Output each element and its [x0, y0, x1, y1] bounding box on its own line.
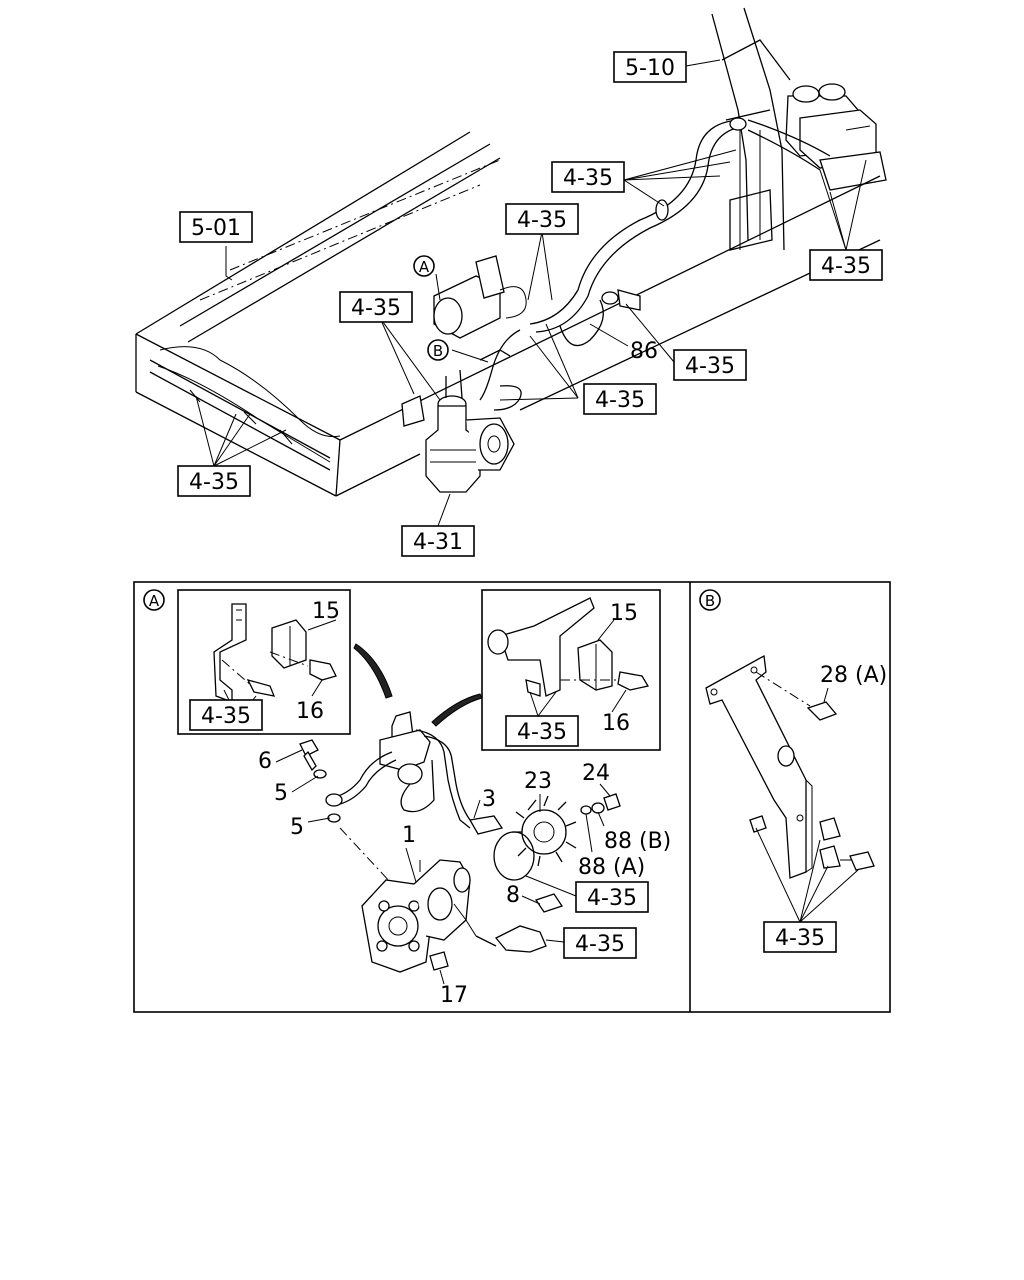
- nut-b-left: [749, 815, 767, 833]
- ref-label-4-35-mid: 4-35: [517, 208, 567, 233]
- detail-b-marker-label: B: [705, 592, 715, 610]
- bolt-8: [534, 893, 564, 913]
- ref-box-4-35-left-upper[interactable]: 4-35: [339, 291, 413, 323]
- ref-label-4-35-center: 4-35: [595, 388, 645, 413]
- ref-box-4-35-right-mid[interactable]: 4-35: [673, 349, 747, 381]
- inset-right-ref: 4-35: [517, 720, 567, 745]
- nut-24: [603, 793, 621, 811]
- callout-circle-b[interactable]: B: [427, 339, 449, 361]
- ref-box-4-35-pipe[interactable]: 4-35: [563, 927, 637, 959]
- part-label-17: 17: [440, 983, 468, 1008]
- inset-left-pointer: [353, 643, 393, 699]
- steering-gear-box: [401, 349, 515, 493]
- ref-label-4-35-oring: 4-35: [587, 886, 637, 911]
- detail-b: B 28 (A) 4-35: [699, 589, 887, 953]
- part-label-5-upper: 5: [274, 781, 288, 806]
- inset-left: 4-35 15 16: [177, 589, 351, 735]
- ref-box-4-35-top[interactable]: 4-35: [551, 161, 625, 193]
- ref-box-4-35-b[interactable]: 4-35: [763, 921, 837, 953]
- callout-a-label: A: [419, 258, 430, 276]
- ref-box-4-31[interactable]: 4-31: [401, 525, 475, 557]
- washer-5-upper: [313, 769, 327, 779]
- detail-a-marker-label: A: [149, 592, 160, 610]
- callout-hose-86: 86: [630, 339, 658, 364]
- part-label-88a: 88 (A): [578, 855, 645, 880]
- part-label-23: 23: [524, 769, 552, 794]
- callout-circle-a[interactable]: A: [413, 255, 435, 277]
- ref-label-4-35-top: 4-35: [563, 166, 613, 191]
- detail-a: A 4-35 15 16: [143, 589, 671, 1008]
- ref-label-4-35-b: 4-35: [775, 926, 825, 951]
- eye-bolt-6: [299, 739, 319, 772]
- detail-a-marker[interactable]: A: [143, 589, 165, 611]
- ref-label-5-01: 5-01: [191, 216, 241, 241]
- ref-label-4-35-right-mid: 4-35: [685, 354, 735, 379]
- upper-pump: [433, 255, 527, 339]
- inset-right-pointer: [431, 693, 483, 727]
- inset-left-bolt-label: 16: [296, 699, 324, 724]
- inset-right-clamp-label: 15: [610, 601, 638, 626]
- ref-box-4-35-right[interactable]: 4-35: [809, 249, 883, 281]
- part-label-8: 8: [506, 883, 520, 908]
- part-label-88b: 88 (B): [604, 829, 671, 854]
- cab-structure: [711, 7, 791, 251]
- ref-label-5-10: 5-10: [625, 56, 675, 81]
- outlet-pipe: [475, 925, 547, 953]
- ref-box-5-01[interactable]: 5-01: [179, 211, 253, 243]
- part-label-6: 6: [258, 749, 272, 774]
- ref-box-4-35-left[interactable]: 4-35: [177, 465, 251, 497]
- callout-b-label: B: [433, 342, 443, 360]
- detail-b-marker[interactable]: B: [699, 589, 721, 611]
- ref-label-4-35-left: 4-35: [189, 470, 239, 495]
- part-label-28a: 28 (A): [820, 663, 887, 688]
- pipe-lines: [479, 117, 831, 411]
- inset-left-clamp-label: 15: [312, 599, 340, 624]
- bolt-28a: [806, 701, 838, 721]
- clip-b-lower: [819, 845, 841, 869]
- part-label-5-lower: 5: [290, 815, 304, 840]
- pump-bracket-assembly: [325, 711, 504, 835]
- inset-left-ref: 4-35: [201, 704, 251, 729]
- clip-b-upper: [819, 817, 841, 841]
- ref-box-4-35-center[interactable]: 4-35: [583, 383, 657, 415]
- washer-88b: [591, 802, 605, 814]
- ref-label-4-31: 4-31: [413, 530, 463, 555]
- part-label-3: 3: [482, 787, 496, 812]
- ref-label-4-35-right: 4-35: [821, 254, 871, 279]
- gear-23: [512, 795, 577, 867]
- inset-right: 4-35 15 16: [481, 589, 661, 751]
- frame-rail: [135, 131, 881, 497]
- main-pump: [361, 859, 477, 973]
- bracket-b: [705, 654, 813, 879]
- nut-17: [429, 951, 449, 971]
- ref-label-4-35-left-upper: 4-35: [351, 296, 401, 321]
- reservoir-tank: [785, 83, 887, 191]
- inset-right-bolt-label: 16: [602, 711, 630, 736]
- washer-88a: [580, 805, 592, 815]
- part-label-24: 24: [582, 761, 610, 786]
- part-label-1: 1: [402, 823, 416, 848]
- o-ring: [493, 831, 535, 881]
- ref-box-4-35-mid[interactable]: 4-35: [505, 203, 579, 235]
- ref-label-4-35-pipe: 4-35: [575, 932, 625, 957]
- upper-assembly: 5-01 5-10 4-35 4-35 4-35 4-35 4-35 4-35: [135, 7, 887, 557]
- ref-box-5-10[interactable]: 5-10: [613, 51, 687, 83]
- upper-leaders: [195, 59, 867, 527]
- ref-box-4-35-oring[interactable]: 4-35: [575, 881, 649, 913]
- bolt-b-right: [849, 851, 875, 871]
